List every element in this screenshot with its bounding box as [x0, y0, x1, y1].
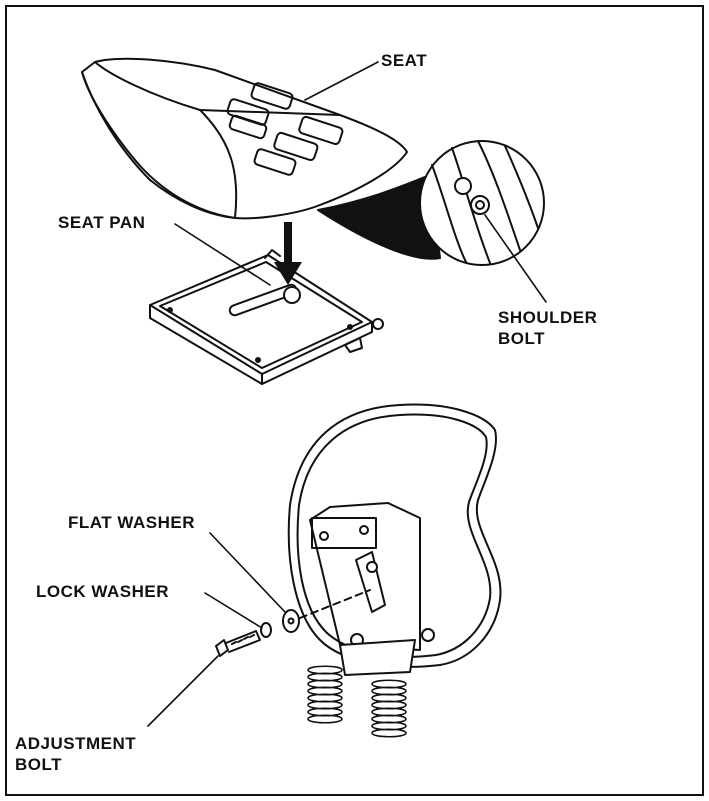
detail-callout-wedge: [317, 174, 441, 260]
seat-drawing: [81, 57, 408, 220]
seat-underside-drawing: [287, 403, 502, 676]
label-seat: SEAT: [381, 51, 428, 70]
label-lock-washer: LOCK WASHER: [36, 582, 169, 601]
hardware: [215, 589, 371, 657]
assembly-arrow: [274, 222, 302, 285]
springs: [307, 665, 407, 738]
shoulder-bolt-detail: [419, 140, 545, 266]
label-flat-washer: FLAT WASHER: [68, 513, 196, 532]
label-shoulder-bolt-line2: BOLT: [498, 329, 546, 348]
label-adjustment-bolt-line1: ADJUSTMENT: [15, 734, 137, 753]
seat-pan-drawing: [149, 249, 384, 385]
label-seat-pan: SEAT PAN: [58, 213, 146, 232]
label-adjustment-bolt-line2: BOLT: [15, 755, 63, 774]
label-shoulder-bolt-line1: SHOULDER: [498, 308, 598, 327]
leader-lines: [147, 61, 547, 727]
